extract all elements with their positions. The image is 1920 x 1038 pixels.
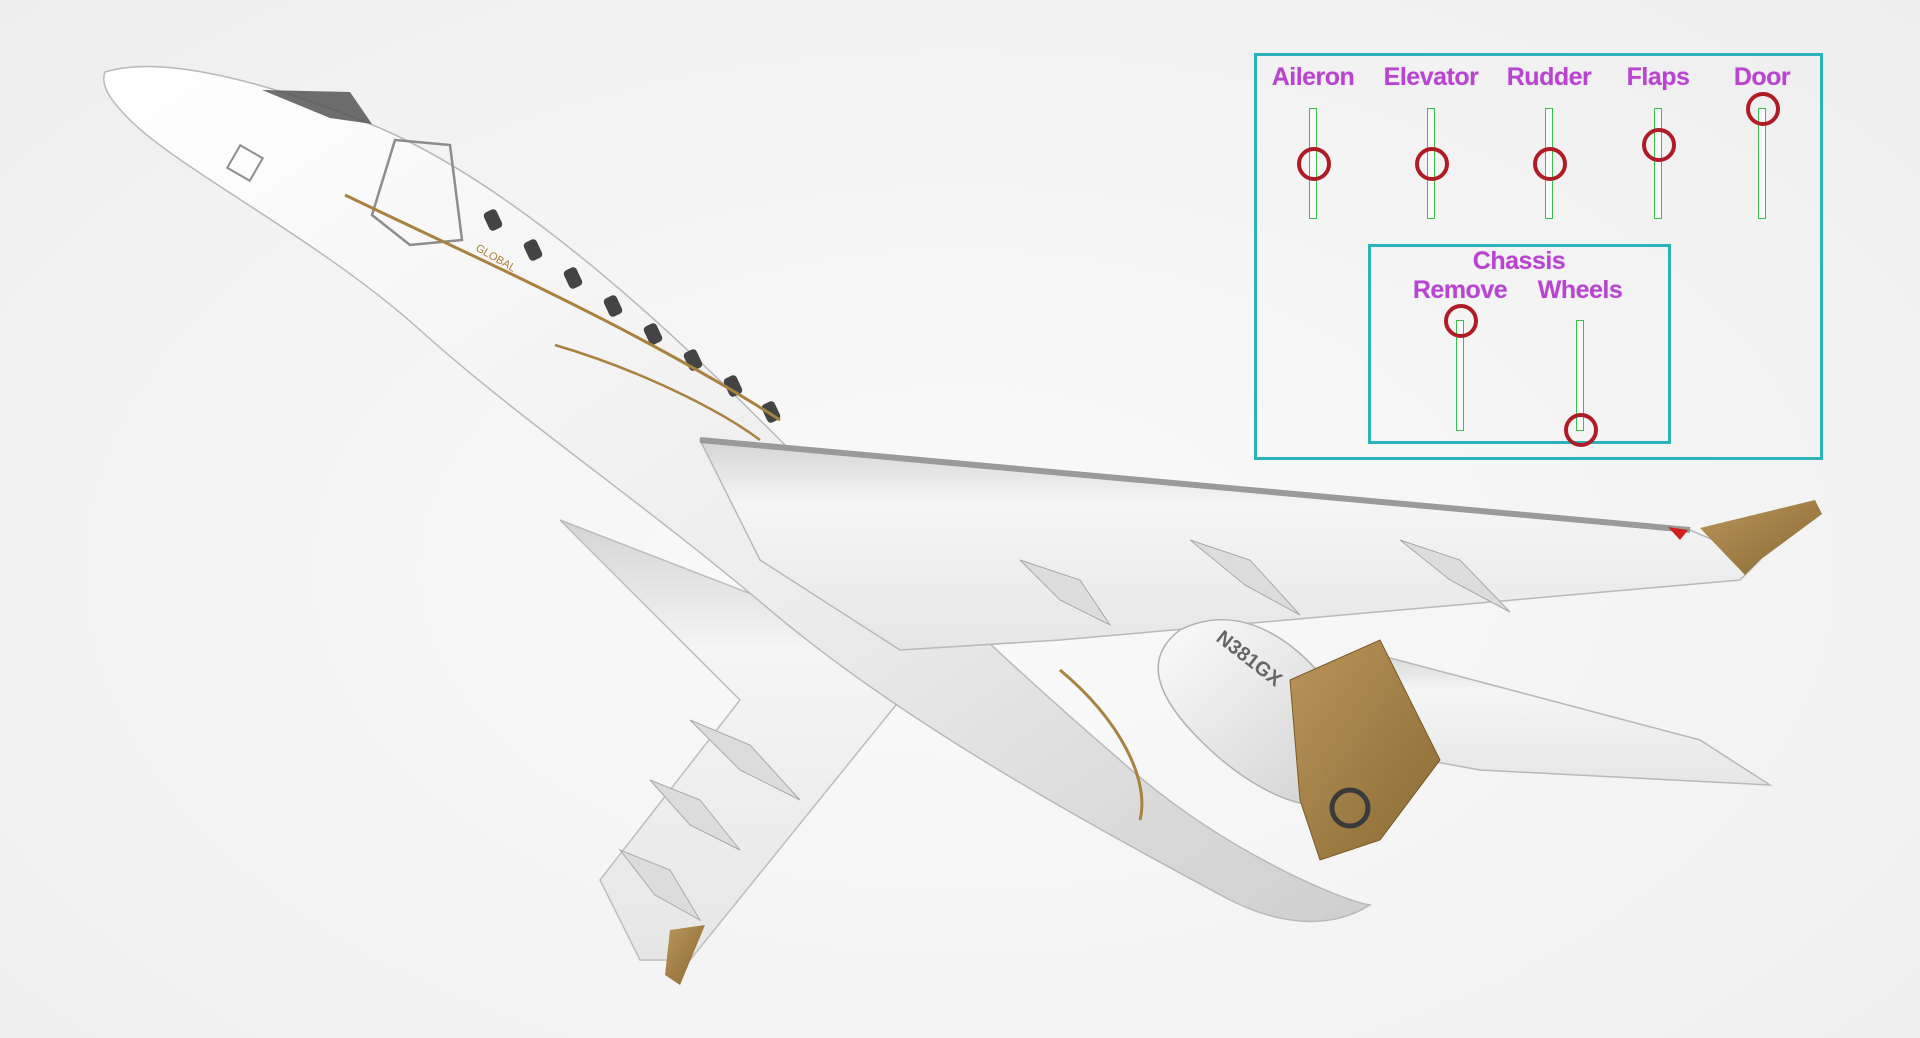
elevator-label: Elevator: [1383, 63, 1479, 91]
aileron-label: Aileron: [1271, 63, 1355, 91]
cockpit-door: [370, 138, 464, 247]
rudder-slider[interactable]: [1533, 108, 1567, 219]
door-slider-knob[interactable]: [1746, 92, 1780, 126]
cheatline-2: [554, 343, 761, 442]
cheatline: [344, 193, 781, 422]
aileron-slider-knob[interactable]: [1297, 146, 1331, 181]
rudder-label: Rudder: [1506, 63, 1592, 91]
remove-slider-knob[interactable]: [1444, 304, 1478, 338]
chassis-title: Chassis: [1472, 247, 1566, 275]
flaps-slider-track[interactable]: [1654, 108, 1662, 219]
right-winglet: [1700, 500, 1822, 575]
belly-stripe: [1059, 668, 1144, 821]
wheels-slider[interactable]: [1564, 320, 1598, 447]
remove-slider[interactable]: [1444, 304, 1478, 431]
nose-panel: [225, 143, 265, 183]
control-panel: [1254, 53, 1823, 460]
aileron-slider[interactable]: [1297, 108, 1331, 219]
nav-light: [1668, 527, 1688, 540]
flaps-label: Flaps: [1626, 63, 1690, 91]
left-winglet: [665, 925, 705, 985]
flap-fairings: [618, 539, 1511, 922]
cabin-windows: [483, 209, 781, 423]
right-wing: [698, 439, 1762, 651]
flaps-slider[interactable]: [1642, 108, 1676, 219]
flaps-slider-knob[interactable]: [1642, 127, 1676, 162]
remove-label: Remove: [1412, 276, 1508, 304]
wheels-slider-knob[interactable]: [1564, 413, 1598, 447]
elevator-slider-knob[interactable]: [1415, 146, 1449, 181]
rudder-slider-knob[interactable]: [1533, 146, 1567, 181]
wheels-label: Wheels: [1537, 276, 1623, 304]
elevator-slider[interactable]: [1415, 108, 1449, 219]
tail-logo: [1329, 787, 1371, 829]
door-slider[interactable]: [1746, 92, 1780, 219]
vertical-stabilizer: [1289, 639, 1441, 861]
door-label: Door: [1733, 63, 1791, 91]
wing-leading-edge: [699, 437, 1691, 533]
cockpit-window: [262, 90, 372, 124]
chassis-panel: [1368, 244, 1671, 444]
